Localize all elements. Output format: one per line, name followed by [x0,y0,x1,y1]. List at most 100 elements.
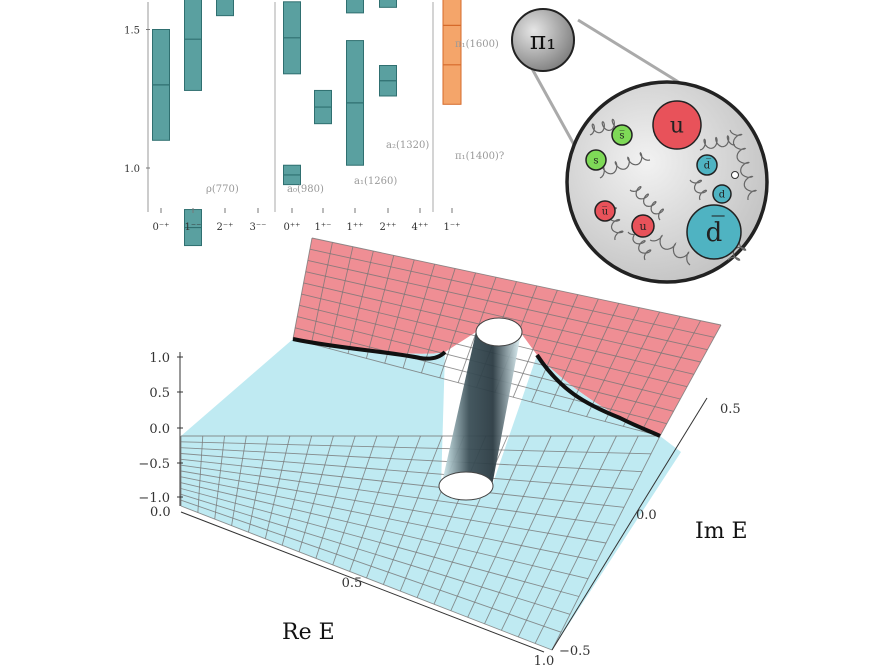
grid-line [264,435,291,539]
grid-line [231,435,247,526]
grid-line [549,298,599,408]
spectrum-panel: 1.01.52.0 0⁻⁺1⁻⁻2⁻⁺3⁻⁻0⁺⁺1⁺⁻1⁺⁺2⁺⁺4⁺⁺1⁻⁺… [124,0,504,247]
grid-line [501,435,596,631]
pion-ball [511,8,575,72]
spectrum-x-labels: 0⁻⁺1⁻⁻2⁻⁺3⁻⁻0⁺⁺1⁺⁻1⁺⁺2⁺⁺4⁺⁺1⁻⁺ [153,208,461,233]
jpc-label: 1⁺⁺ [347,222,364,233]
grid-line [402,263,436,369]
gluon [629,185,665,221]
gluon [604,204,624,241]
z-tick-label: −0.5 [138,457,170,472]
z-tick-label: 0.5 [149,386,170,401]
quark-1 [686,204,742,260]
gluon [689,179,708,201]
quark-label: s̅ [619,131,624,142]
quark-label: u [639,220,646,233]
quark-5 [712,184,732,204]
upper-sheet [293,238,721,436]
im-tick-label: 0.5 [720,402,741,417]
grid-line [382,435,443,585]
grid-line [659,324,722,437]
grid-line [450,435,530,611]
im-tick-label: −0.5 [559,644,591,659]
mass-band [184,0,202,91]
re-axis [180,511,545,653]
jpc-label: 4⁺⁺ [412,222,429,233]
im-axis [551,397,708,651]
branch-cut-left [292,337,447,361]
grid-line [365,255,395,359]
grid-line [292,237,313,340]
grid-line [366,435,421,579]
z-tick-label: 0.0 [149,422,170,437]
spectrum-boxes [152,0,462,247]
grid-line [349,435,400,572]
mass-band [442,0,462,105]
quark-3 [585,149,607,171]
annotation-rho-770: ρ(770) [206,184,239,195]
mass-band [346,0,364,14]
pole-tube [441,332,521,487]
re-tick-label: 0.5 [342,576,363,591]
grid-line [484,435,574,625]
re-axis-title: Re E [282,620,335,645]
pole-hole-bottom [438,471,494,501]
grid-line [421,268,456,374]
riemann-surface-plot: 1.00.50.0−0.5−1.00.00.51.00.50.0−0.5 Re … [138,237,748,665]
im-tick-label: 0.0 [636,508,657,523]
jpc-label: 2⁻⁺ [217,222,234,233]
re-tick-label: 0.0 [150,505,171,520]
grid-line [214,435,225,520]
grid-line [467,435,552,618]
surface-patches [181,238,721,650]
re-tick-label: 1.0 [534,654,555,665]
grid-line [567,303,620,412]
grid-line [315,435,356,559]
spectrum-y-ticks: 1.01.52.0 [124,26,150,175]
annotation-pi1-1600: π₁(1600) [455,39,499,50]
grid-line [439,272,477,378]
z-tick-label: 1.0 [149,351,170,366]
jpc-label: 1⁻⁻ [185,222,202,233]
annotation-a2-1320: a₂(1320) [386,140,429,151]
y-tick-label: 1.5 [124,26,140,37]
im-axis-title: Im E [695,519,748,544]
quark-2 [611,124,633,146]
gluon [599,151,651,179]
gluon [729,129,758,201]
jpc-label: 1⁻⁺ [444,222,461,233]
jpc-label: 1⁺⁻ [315,222,332,233]
quark-label: d [719,190,726,201]
grid-line [586,307,640,417]
grid-line [347,250,374,354]
gluon [589,118,620,136]
quark-label: u [670,114,684,139]
quark-0 [652,100,702,150]
grid-line [384,259,415,364]
quark-7 [631,214,655,238]
grid-line [332,435,378,566]
zoom-line-top [577,18,686,88]
grid-line [298,435,334,552]
gluon [649,234,691,266]
grid-line [551,435,661,651]
quark-label: d̅ [706,215,725,248]
gluon [699,135,736,151]
quark-label: d̅ [704,159,711,171]
grid-line [622,316,681,427]
z-tick-label: −1.0 [138,491,170,506]
pion-label: π₁ [530,26,556,55]
grid-line [531,294,579,403]
grid-line [197,435,204,513]
quark-label: u̅ [602,207,609,218]
annotation-pi1-1400: π₁(1400)? [455,151,504,162]
surface-ticks: 1.00.50.0−0.5−1.00.00.51.00.50.0−0.5 [138,351,740,665]
grid-line [329,246,354,349]
gluon-knot [731,171,739,179]
annotation-a1-1260: a₁(1260) [354,176,397,187]
mass-band [379,0,397,8]
quark-6 [594,200,616,222]
